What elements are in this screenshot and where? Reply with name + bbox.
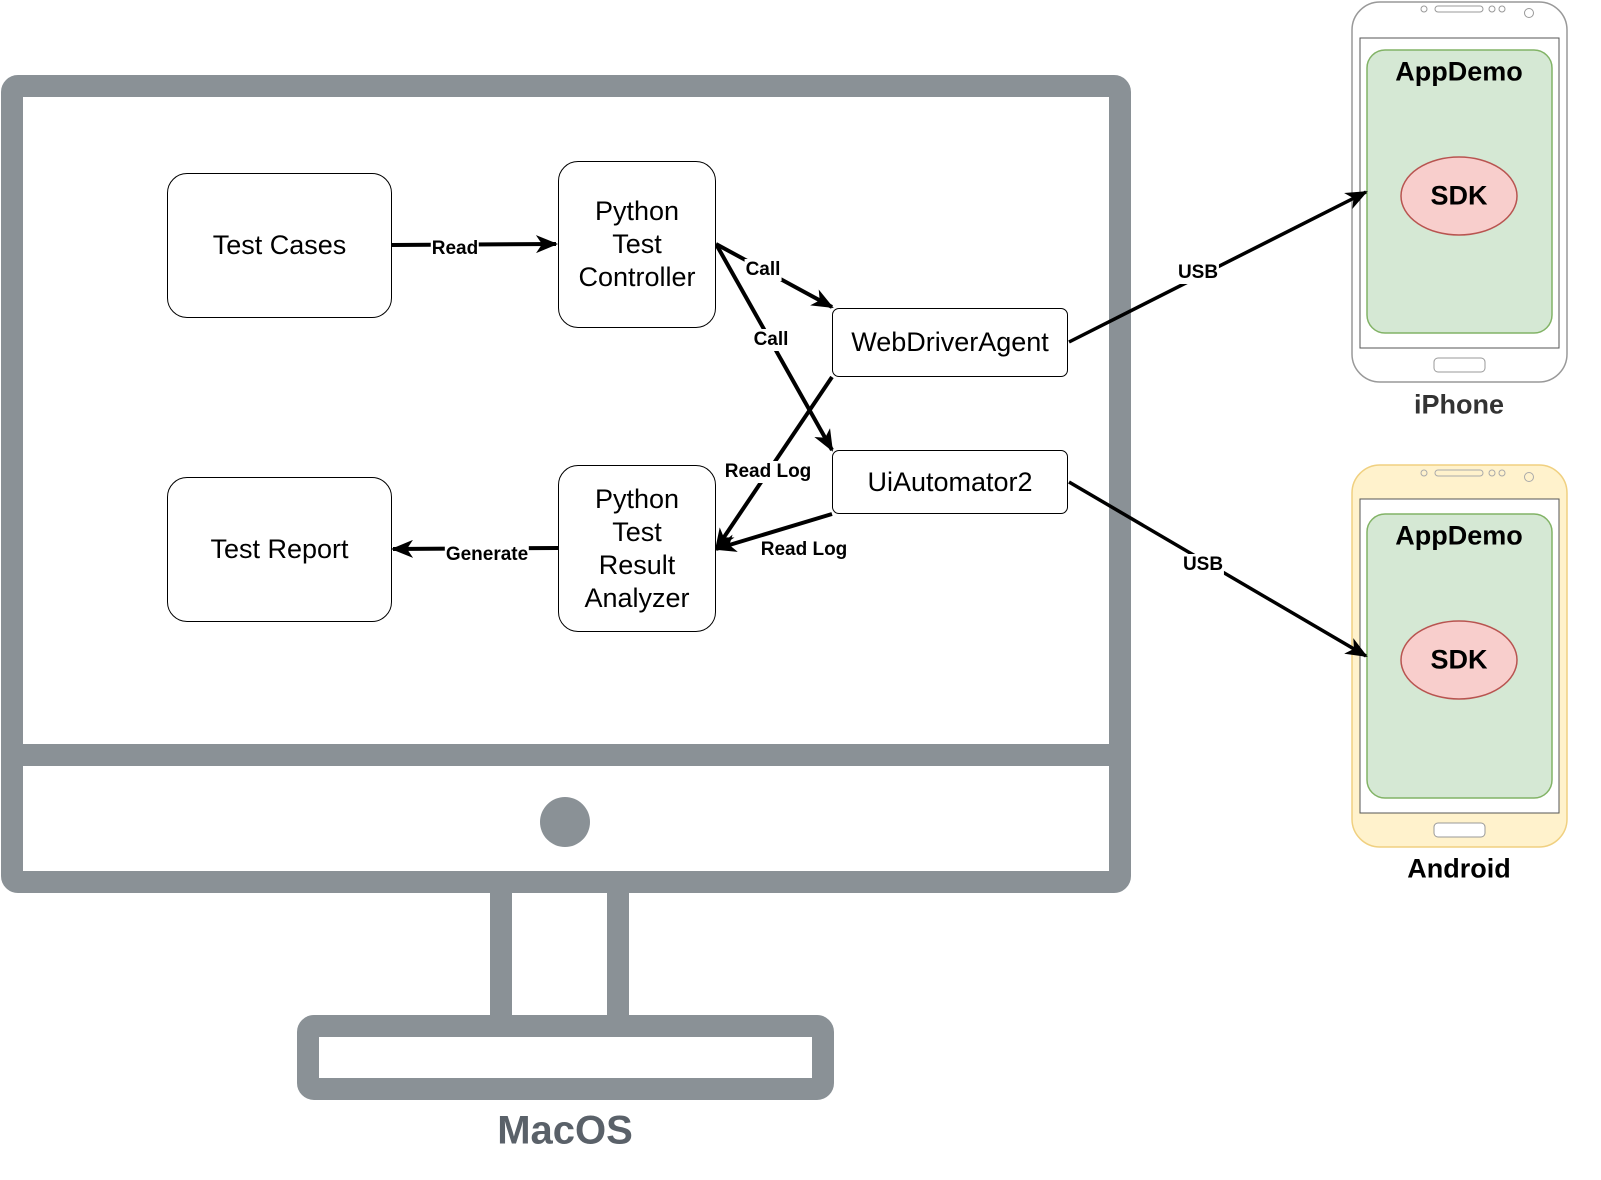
edge-label-call-wda: Call xyxy=(744,259,782,281)
node-webdriver-agent: WebDriverAgent xyxy=(832,308,1068,377)
edge-label-usb-iphone: USB xyxy=(1176,262,1220,284)
node-label: Python Test Result Analyzer xyxy=(584,483,690,613)
iphone-app-title: AppDemo xyxy=(1395,56,1523,87)
node-label: Python Test Controller xyxy=(578,196,696,292)
iphone-label: iPhone xyxy=(1413,389,1505,420)
edge-label-call-ui2: Call xyxy=(752,329,790,351)
node-test-report: Test Report xyxy=(167,477,392,622)
node-label: Test Report xyxy=(210,534,349,564)
edge-label-read-log-ui2: Read Log xyxy=(759,539,849,561)
android-sdk-label: SDK xyxy=(1430,644,1488,675)
macos-label: MacOS xyxy=(497,1108,633,1153)
node-test-cases: Test Cases xyxy=(167,173,392,318)
iphone-sdk-label: SDK xyxy=(1430,180,1488,211)
node-label: UiAutomator2 xyxy=(867,466,1033,497)
node-label: WebDriverAgent xyxy=(851,327,1049,357)
android-device-icon xyxy=(1351,464,1568,848)
node-label: Test Cases xyxy=(212,230,347,260)
edge-read-log-ui2 xyxy=(714,512,833,552)
edge-label-usb-android: USB xyxy=(1181,554,1225,576)
node-python-test-result-analyzer: Python Test Result Analyzer xyxy=(558,465,716,632)
edge-label-read-log-wda: Read Log xyxy=(723,461,813,483)
monitor-icon xyxy=(1,75,1131,1100)
node-python-test-controller: Python Test Controller xyxy=(558,161,716,328)
edge-label-read: Read xyxy=(430,238,480,260)
edge-label-generate: Generate xyxy=(444,544,530,566)
node-uiautomator2: UiAutomator2 xyxy=(832,450,1068,514)
iphone-device-icon xyxy=(1351,1,1568,383)
android-app-title: AppDemo xyxy=(1395,520,1523,551)
android-label: Android xyxy=(1407,853,1511,884)
